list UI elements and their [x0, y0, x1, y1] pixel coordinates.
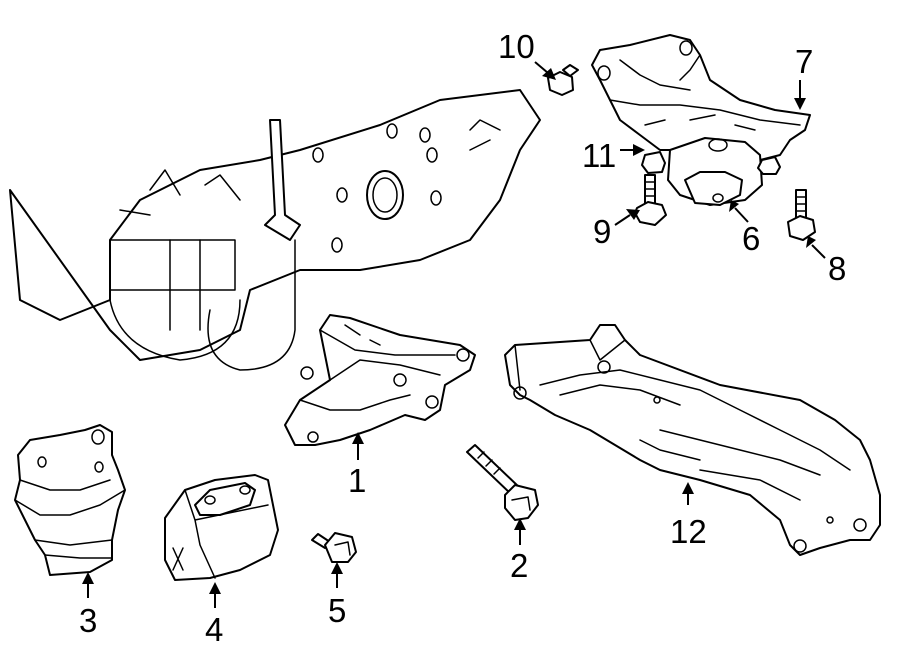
callout-10: 10 — [498, 28, 535, 65]
callout-6: 6 — [742, 220, 760, 257]
callout-4: 4 — [205, 611, 223, 648]
part-3-mount — [14, 424, 126, 576]
part-7-bracket — [591, 34, 811, 161]
part-5-bolt — [311, 532, 357, 563]
part-12-crossmember — [504, 324, 881, 556]
callout-5: 5 — [328, 592, 346, 629]
part-10-nut — [547, 64, 579, 96]
part-9-bolt — [634, 174, 667, 226]
callout-9: 9 — [593, 213, 611, 250]
callout-labels: 1 2 3 4 5 6 7 8 9 10 11 12 — [79, 28, 846, 648]
part-4-insulator — [164, 474, 279, 581]
part-6-mount — [667, 137, 763, 206]
engine-block — [9, 89, 541, 371]
callout-8: 8 — [828, 250, 846, 287]
part-2-bolt — [466, 444, 539, 521]
callout-7: 7 — [795, 43, 813, 80]
callout-1: 1 — [348, 462, 366, 499]
callout-3: 3 — [79, 602, 97, 639]
callout-arrows — [82, 61, 826, 608]
part-11-nut — [641, 151, 781, 175]
callout-12: 12 — [670, 513, 707, 550]
part-8-bolt — [787, 189, 816, 241]
callout-2: 2 — [510, 547, 528, 584]
part-1-bracket — [284, 314, 476, 446]
callout-11: 11 — [582, 137, 616, 174]
